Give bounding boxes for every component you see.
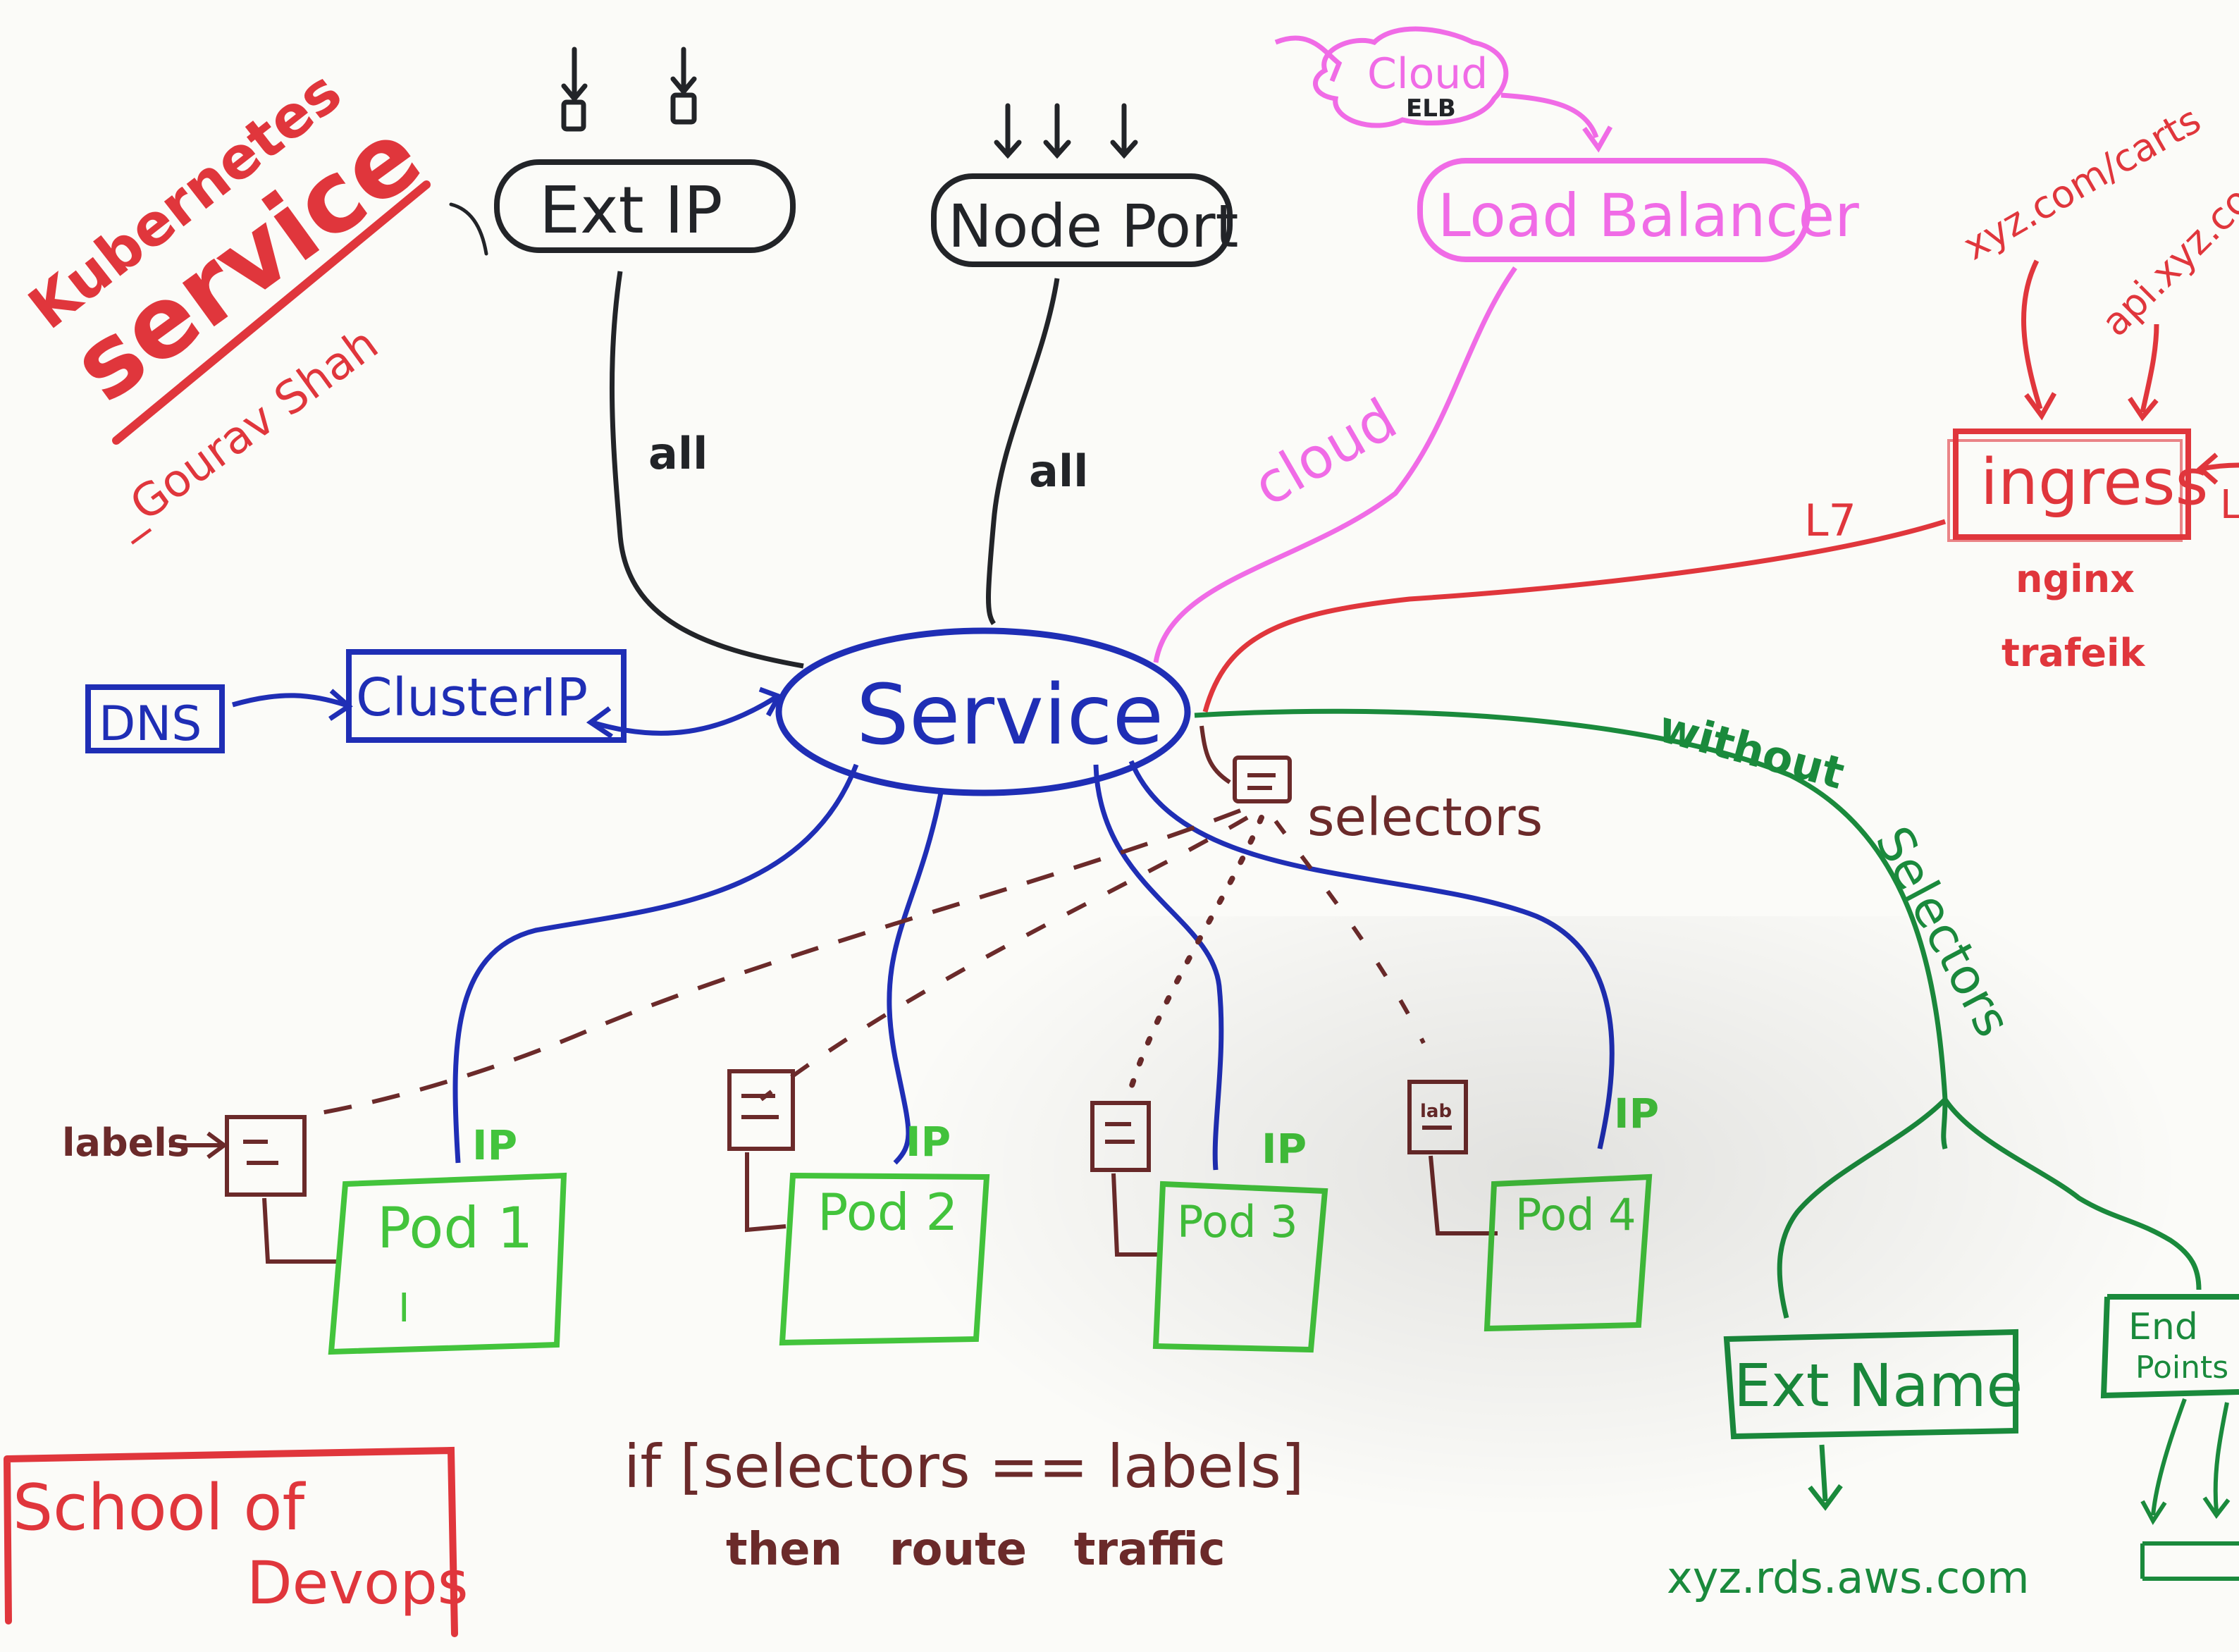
endpoints-line1: End — [2128, 1306, 2198, 1348]
ingress-box — [1953, 429, 2191, 540]
rule-line2: then route traffic — [726, 1524, 1226, 1576]
selector-match-lines — [316, 808, 1426, 1116]
selectors-label: selectors — [1307, 787, 1543, 848]
labels-arrow — [169, 1131, 228, 1159]
ingress-controller-trafeik: trafeik — [2001, 631, 2146, 675]
pods — [328, 1172, 1653, 1355]
ext-ip-label: Ext IP — [539, 173, 723, 248]
cluster-ip-label: ClusterIP — [356, 667, 588, 728]
ext-name-box — [1723, 1329, 2018, 1440]
service-to-pod2-edge — [887, 792, 944, 1165]
service-to-pod-edges — [452, 760, 1615, 1171]
pod2-label-tag — [727, 1069, 795, 1233]
title-underline — [112, 180, 431, 445]
ext-ip-box — [494, 159, 796, 253]
pod2-label: Pod 2 — [818, 1183, 958, 1242]
ext-name-label: Ext Name — [1734, 1351, 2023, 1420]
ext-ip-edge — [609, 271, 804, 669]
ingress-controller-nginx: nginx — [2016, 557, 2135, 601]
load-balancer-edge — [1153, 266, 1517, 663]
service-label: Service — [856, 666, 1164, 763]
pod3-ip-label: IP — [1262, 1125, 1307, 1173]
ingress-l7-label: L7 — [1804, 495, 1856, 546]
ingress-right-marker: L — [2220, 482, 2239, 528]
pod4-label: Pod 4 — [1515, 1189, 1636, 1240]
school-box: School of Devops — [4, 1446, 469, 1637]
pod2-ip-label: IP — [906, 1118, 951, 1166]
ext-name-arrow — [1808, 1444, 1843, 1511]
service-to-pod3-edge — [1093, 764, 1224, 1171]
pod1-mark: I — [398, 1286, 410, 1331]
load-balancer-box — [1417, 158, 1811, 262]
pod1-ip-label: IP — [472, 1121, 517, 1169]
pod3-label-tag — [1090, 1101, 1159, 1257]
node-port-edge — [986, 278, 1060, 625]
dns-to-cluster-ip-edge — [232, 693, 347, 708]
without-label: without — [1653, 701, 1849, 799]
pod4-box — [1484, 1173, 1653, 1332]
ingress-route-2: api.xyz.co — [2093, 178, 2239, 345]
label-tags — [225, 1069, 1498, 1264]
ext-ip-all-label: all — [648, 428, 708, 479]
title-block: Kubernetes service _Gourav Shah — [17, 58, 442, 545]
endpoints-box — [2100, 1294, 2239, 1399]
cloud-elb-group: Cloud ELB — [1274, 26, 1613, 153]
endpoints-line2: Points — [2135, 1350, 2228, 1386]
endpoints-arrows — [2140, 1398, 2239, 1581]
lb-cloud-label: cloud — [1242, 386, 1407, 519]
node-port-arrows — [994, 103, 1138, 159]
ingress-edge — [1202, 519, 1947, 713]
load-balancer-label: Load Balancer — [1438, 181, 1859, 250]
ingress-label: ingress — [1980, 445, 2208, 519]
elb-label: ELB — [1406, 94, 1456, 123]
without-selectors-branches — [1777, 1097, 2202, 1319]
node-port-box — [931, 173, 1233, 267]
ext-ip-group — [449, 47, 697, 256]
school-line2: Devops — [247, 1548, 469, 1617]
pod3-box — [1152, 1181, 1328, 1353]
pod1-box — [328, 1172, 567, 1355]
pod1-label: Pod 1 — [377, 1195, 533, 1261]
rule-line1: if [selectors == labels] — [624, 1432, 1304, 1501]
labels-label: labels — [62, 1121, 190, 1165]
ext-name-target: xyz.rds.aws.com — [1667, 1552, 2030, 1603]
cloud-bubble-label: Cloud — [1367, 49, 1488, 99]
node-port-label: Node Port — [948, 192, 1238, 261]
selectors-vertical-label: Selectors — [1864, 817, 2023, 1046]
pod4-label-tag — [1407, 1080, 1498, 1235]
pod4-ip-label: IP — [1614, 1090, 1659, 1138]
selectors-group — [1199, 725, 1292, 803]
pod4-label-tag-text: lab — [1420, 1101, 1452, 1122]
school-line1: School of — [13, 1471, 306, 1545]
pod1-label-tag — [225, 1115, 338, 1264]
service-to-pod1-edge — [452, 763, 859, 1164]
service-node — [775, 627, 1191, 796]
service-to-pod4-edge — [1128, 760, 1615, 1149]
pod3-label: Pod 3 — [1177, 1196, 1298, 1247]
dns-label: DNS — [99, 696, 202, 752]
dns-box — [85, 684, 225, 753]
pod2-box — [779, 1172, 990, 1346]
without-selectors-edge — [1194, 708, 1948, 1149]
cluster-ip-box — [346, 649, 627, 743]
cluster-ip-to-service-edge — [591, 696, 777, 736]
node-port-all-label: all — [1029, 445, 1088, 497]
